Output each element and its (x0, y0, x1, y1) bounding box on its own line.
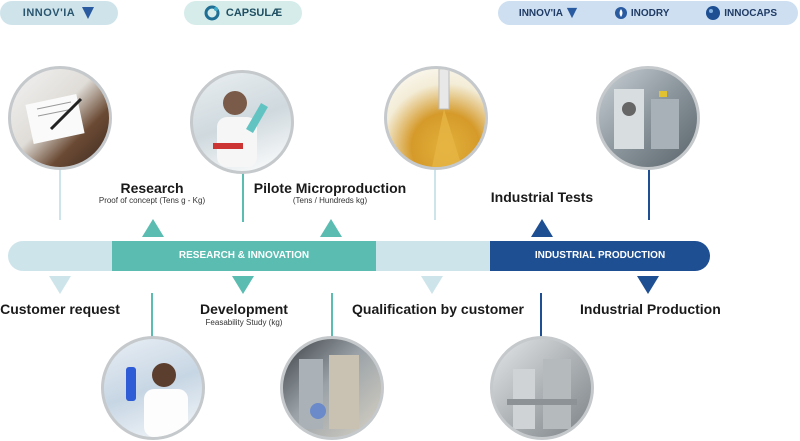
capsule-icon (204, 5, 220, 21)
step-research-subtitle: Proof of concept (Tens g - Kg) (98, 196, 206, 205)
shield-icon (566, 7, 578, 19)
triangle-down-development (232, 276, 254, 294)
triangle-down-qualification (421, 276, 443, 294)
photo-pilot-equipment (280, 336, 384, 440)
triangle-down-industrial-production (637, 276, 659, 294)
triangle-up-pilote (320, 219, 342, 237)
timeline-segment-start (8, 241, 120, 271)
step-pilote-title: Pilote Microproduction (253, 180, 407, 196)
step-research-title: Research (120, 180, 184, 196)
globe-icon (706, 6, 721, 20)
triangle-up-industrial-tests (531, 219, 553, 237)
step-industrial-production-title: Industrial Production (580, 301, 721, 317)
step-customer-request-title: Customer request (0, 301, 120, 317)
photo-powder-pour (384, 66, 488, 170)
research-innovation-band-label: RESEARCH & INNOVATION (178, 250, 310, 261)
inodry-logo: INODRY (614, 6, 669, 20)
connector-development (151, 293, 153, 338)
innovia-logo-text: INNOV'IA (22, 7, 76, 19)
photo-contract-signing (8, 66, 112, 170)
connector-pilote (434, 168, 436, 220)
step-pilote-subtitle: (Tens / Hundreds kg) (292, 196, 368, 205)
innovia-logo: INNOV'IA (0, 1, 118, 25)
connector-research (242, 172, 244, 222)
industrial-production-band-label: INDUSTRIAL PRODUCTION (534, 250, 666, 261)
photo-production-line (490, 336, 594, 440)
step-development-title: Development (200, 301, 288, 317)
drop-icon (614, 7, 627, 19)
photo-industrial-machine (596, 66, 700, 170)
capsulae-logo-text: CAPSULÆ (225, 7, 283, 19)
triangle-down-customer-request (49, 276, 71, 294)
connector-industrial-tests (648, 168, 650, 220)
timeline-segment-qualification (376, 241, 490, 271)
innocaps-logo: INNOCAPS (705, 5, 777, 21)
photo-scientist-flask (101, 336, 205, 440)
step-development-subtitle: Feasability Study (kg) (205, 318, 283, 327)
partner-logos: INNOV'IA INODRY INNOCAPS (498, 1, 798, 25)
step-qualification-title: Qualification by customer (352, 301, 524, 317)
connector-qualification (331, 293, 333, 338)
shield-icon (82, 7, 95, 19)
connector-customer-request (59, 168, 61, 220)
connector-industrial-production (540, 293, 542, 338)
step-industrial-tests-title: Industrial Tests (490, 189, 594, 205)
triangle-up-research (142, 219, 164, 237)
innovia-partner-logo: INNOV'IA (519, 7, 578, 19)
photo-lab-research (190, 70, 294, 174)
capsulae-logo: CAPSULÆ (184, 1, 302, 25)
timeline-segment-industrial (490, 241, 710, 271)
timeline-segment-research (112, 241, 376, 271)
